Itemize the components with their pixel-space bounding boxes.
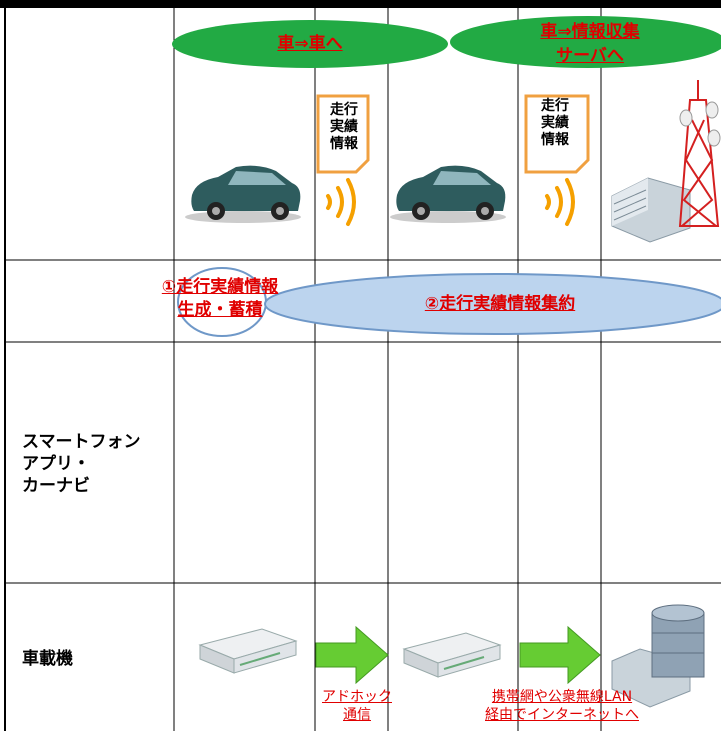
car-icon (185, 165, 301, 223)
top-graphics (172, 16, 721, 243)
wireless-icon (326, 178, 356, 226)
document2-text: 走行 実績 情報 (541, 98, 569, 148)
step2-label: ②走行実績情報集約 (424, 294, 576, 314)
step2-ellipse (264, 273, 721, 335)
car-to-server-ellipse (450, 16, 721, 68)
car-to-server-label: 車⇒情報収集 サーバへ (540, 22, 640, 66)
row-onboard-label: 車載機 (22, 649, 73, 669)
step-graphics (177, 267, 721, 337)
car-to-car-ellipse (172, 20, 448, 68)
document-icon (524, 94, 590, 174)
onboard-device-icon (198, 628, 298, 674)
green-arrow-icon (315, 625, 389, 685)
document1-text: 走行 実績 情報 (330, 102, 358, 152)
adhoc-note: アドホック 通信 (322, 689, 392, 723)
car-icon (390, 165, 506, 223)
car-to-car-label: 車⇒車へ (277, 34, 343, 54)
document-icon (316, 94, 370, 174)
green-arrow-icon (519, 625, 601, 685)
data-server-icon (611, 604, 705, 708)
server-building-icon (611, 177, 691, 243)
wireless-icon (545, 178, 575, 226)
bottom-graphics (198, 604, 705, 708)
step1-label: ①走行実績情報 生成・蓄積 (161, 277, 279, 320)
row-smartphone-label: スマートフォン アプリ・ カーナビ (22, 432, 141, 496)
mobile-network-note: 携帯網や公衆無線LAN 経由でインターネットへ (485, 689, 639, 723)
antenna-tower-icon (678, 80, 721, 227)
onboard-device-icon (402, 632, 502, 678)
